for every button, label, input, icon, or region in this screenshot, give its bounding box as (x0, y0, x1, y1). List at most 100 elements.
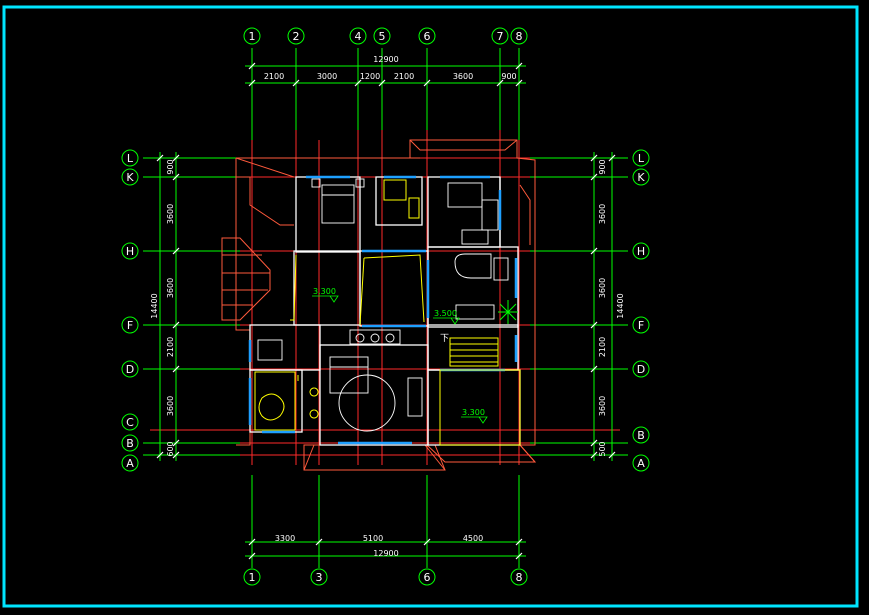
axis-bottom-1-label: 1 (249, 571, 256, 584)
axis-left-H-circle (121, 242, 139, 260)
axis-right-K-label: K (637, 171, 645, 184)
axis-top-1-label: 1 (249, 30, 256, 43)
axis-left-D-circle (121, 360, 139, 378)
axis-bottom-8: 8 (510, 568, 528, 586)
axis-bottom-3: 3 (310, 568, 328, 586)
axis-left-K-circle (121, 168, 139, 186)
axis-bottom-1: 1 (243, 568, 261, 586)
axis-left-B: B (121, 434, 139, 452)
roof-outline (221, 139, 537, 471)
axis-top-8-circle (510, 27, 528, 45)
axis-markers-right: LK H F D BA (632, 149, 650, 472)
axis-top-2: 2 (287, 27, 305, 45)
axis-bottom-6-label: 6 (424, 571, 431, 584)
axis-top-4-label: 4 (355, 30, 362, 43)
axis-top-2-circle (287, 27, 305, 45)
axis-right-D-label: D (637, 363, 645, 376)
axis-top-6-circle (418, 27, 436, 45)
axis-left-A-label: A (126, 457, 134, 470)
walls (249, 176, 521, 446)
axis-right-A: A (632, 454, 650, 472)
axis-right-L-label: L (638, 152, 645, 165)
axis-right-H: H (632, 242, 650, 260)
plant-icon (498, 300, 518, 324)
axis-bottom-6-circle (418, 568, 436, 586)
top-dimension-2: 3000 (317, 72, 337, 81)
bottom-dimension-1: 3300 (275, 534, 295, 543)
axis-top-6-label: 6 (424, 30, 431, 43)
axis-right-F: F (632, 316, 650, 334)
axis-right-B: B (632, 426, 650, 444)
axis-left-K-label: K (126, 171, 134, 184)
axis-left-C-circle (121, 413, 139, 431)
axis-left-D: D (121, 360, 139, 378)
bottom-total-dimension: 12900 (373, 549, 398, 558)
bottom-dimension-3: 4500 (463, 534, 483, 543)
axis-top-5: 5 (373, 27, 391, 45)
axis-markers-bottom: 1 3 6 8 (243, 568, 528, 586)
dimension-ticks (156, 62, 616, 560)
axis-left-D-label: D (126, 363, 134, 376)
top-dimension-6: 900 (501, 72, 516, 81)
axis-right-H-circle (632, 242, 650, 260)
axis-top-8-label: 8 (516, 30, 523, 43)
axis-right-F-circle (632, 316, 650, 334)
axis-left-H-label: H (126, 245, 134, 258)
left-total-dimension: 14400 (150, 293, 159, 318)
axis-left-A: A (121, 454, 139, 472)
axis-left-F-label: F (127, 319, 133, 332)
axis-top-5-label: 5 (379, 30, 386, 43)
right-dimension-1: 900 (598, 159, 607, 174)
axis-right-F-label: F (638, 319, 644, 332)
axis-right-H-label: H (637, 245, 645, 258)
left-dimension-6: 600 (166, 441, 175, 456)
right-dimension-6: 500 (598, 441, 607, 456)
axis-top-1-circle (243, 27, 261, 45)
level-stair: 3.500 (434, 309, 457, 318)
axis-markers-left: LK H F D CBA (121, 149, 139, 472)
axis-right-D-circle (632, 360, 650, 378)
axis-right-K-circle (632, 168, 650, 186)
axis-left-B-label: B (126, 437, 134, 450)
left-dimension-4: 2100 (166, 337, 175, 357)
top-dimension-3: 1200 (360, 72, 380, 81)
axis-bottom-8-circle (510, 568, 528, 586)
right-dimension-5: 3600 (598, 396, 607, 416)
axis-right-K: K (632, 168, 650, 186)
right-dimension-3: 3600 (598, 278, 607, 298)
left-dimension-3: 3600 (166, 278, 175, 298)
bottom-dimension-2: 5100 (363, 534, 383, 543)
axis-top-6: 6 (418, 27, 436, 45)
top-dimension-1: 2100 (264, 72, 284, 81)
axis-top-1: 1 (243, 27, 261, 45)
axis-left-K: K (121, 168, 139, 186)
axis-top-4: 4 (349, 27, 367, 45)
axis-top-2-label: 2 (293, 30, 300, 43)
dimension-lines (143, 48, 628, 568)
windows (248, 175, 518, 445)
axis-left-L-circle (121, 149, 139, 167)
axis-bottom-1-circle (243, 568, 261, 586)
axis-top-7-label: 7 (497, 30, 504, 43)
right-dimension-2: 3600 (598, 204, 607, 224)
axis-left-C-label: C (126, 416, 134, 429)
axis-right-B-circle (632, 426, 650, 444)
level-terrace-right: 3.300 (462, 408, 485, 417)
axis-right-A-circle (632, 454, 650, 472)
top-total-dimension: 12900 (373, 55, 398, 64)
left-dimension-2: 3600 (166, 204, 175, 224)
stair-down-label: 下 (440, 334, 449, 344)
axis-left-A-circle (121, 454, 139, 472)
axis-right-L-circle (632, 149, 650, 167)
furniture (257, 178, 509, 432)
axis-lines (150, 60, 620, 465)
axis-top-7-circle (491, 27, 509, 45)
top-dimension-5: 3600 (453, 72, 473, 81)
axis-left-L: L (121, 149, 139, 167)
axis-bottom-6: 6 (418, 568, 436, 586)
axis-top-7: 7 (491, 27, 509, 45)
level-marks: 3.300 3.500 3.300 (312, 287, 488, 424)
left-dimension-1: 900 (166, 159, 175, 174)
